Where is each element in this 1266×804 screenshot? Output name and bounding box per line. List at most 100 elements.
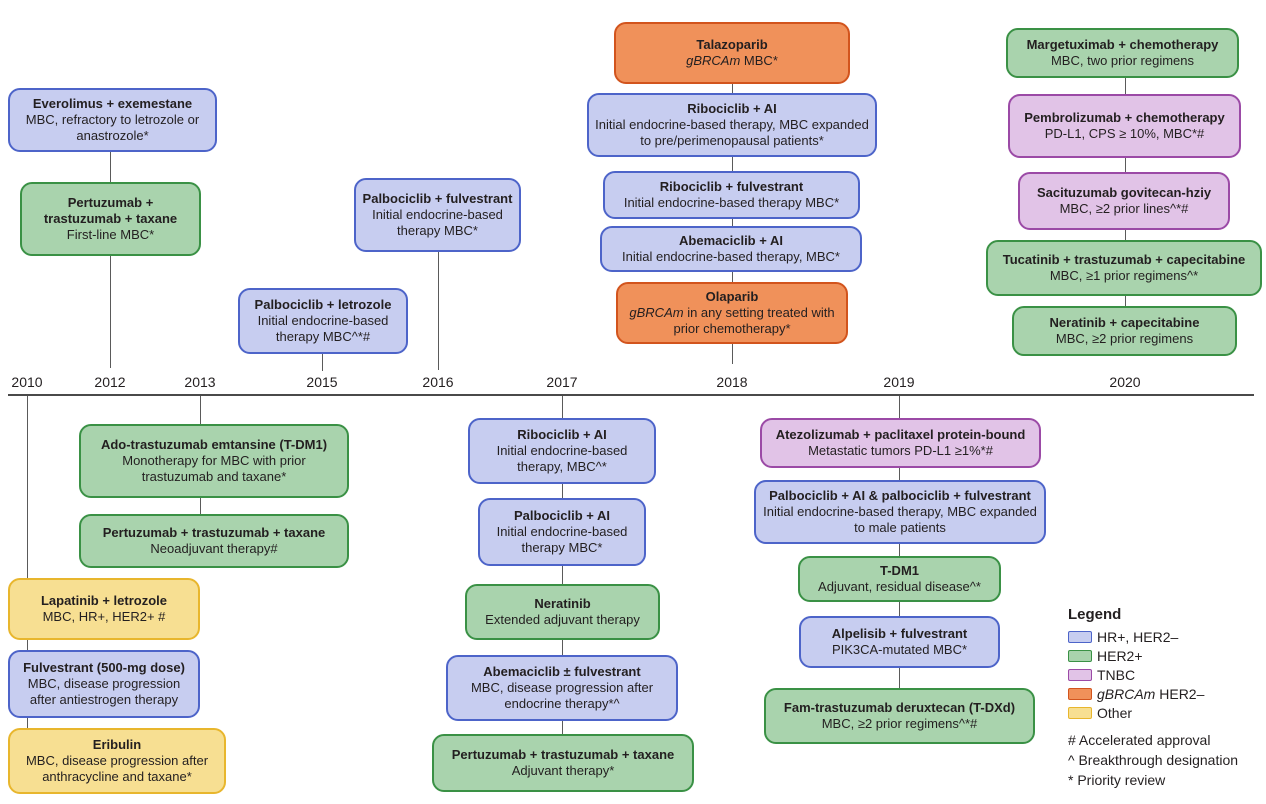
approval-detail: MBC, ≥2 prior regimens [1055,331,1194,346]
legend-title: Legend [1068,606,1122,623]
legend-label-rest: HER2– [1155,685,1205,702]
approval-detail: Initial endocrine-based therapy MBC* [623,195,840,210]
approval-detail: MBC, ≥1 prior regimens^* [1049,268,1199,283]
approval-title: Pertuzumab + trastuzumab + taxane [43,195,178,227]
approval-title: Palbociclib + fulvestrant [362,191,513,207]
approval-title: Pertuzumab + trastuzumab + taxane [451,747,675,763]
approval-detail: MBC, disease progression after antiestro… [27,676,181,707]
approval-pertuzumab-2012: Pertuzumab + trastuzumab + taxane First-… [20,182,201,256]
approval-detail: Initial endocrine-based therapy MBC* [496,524,628,555]
legend-label: Other [1097,704,1133,721]
approval-ribo-ai-2017: Ribociclib + AI Initial endocrine-based … [468,418,656,484]
year-2013: 2013 [184,374,216,390]
approval-title: Pembrolizumab + chemotherapy [1024,110,1225,126]
approval-title: Eribulin [92,737,142,753]
approval-detail-rest: MBC* [740,53,778,68]
year-2015: 2015 [306,374,338,390]
approval-detail-italic: gBRCAm [629,305,684,321]
approval-tucatinib: Tucatinib + trastuzumab + capecitabine M… [986,240,1262,296]
approval-ribo-ai-2018: Ribociclib + AI Initial endocrine-based … [587,93,877,157]
approval-detail: Initial endocrine-based therapy, MBC exp… [763,504,1037,535]
approval-title: Neratinib + capecitabine [1049,315,1200,331]
approval-detail: MBC, disease progression after anthracyc… [25,753,209,784]
approval-detail: Adjuvant, residual disease^* [818,579,981,594]
approval-title: Atezolizumab + paclitaxel protein-bound [775,427,1026,443]
year-2018: 2018 [716,374,748,390]
approval-title: Olaparib [705,289,759,305]
approval-lapatinib: Lapatinib + letrozole MBC, HR+, HER2+ # [8,578,200,640]
approval-detail: Initial endocrine-based therapy, MBC^* [496,443,628,474]
approval-sacituzumab: Sacituzumab govitecan-hziy MBC, ≥2 prior… [1018,172,1230,230]
approval-detail: MBC, ≥2 prior lines^*# [1059,201,1189,216]
year-2012: 2012 [94,374,126,390]
approval-neratinib: Neratinib Extended adjuvant therapy [465,584,660,640]
approval-detail: Initial endocrine-based therapy, MBC exp… [595,117,869,148]
approval-atezolizumab: Atezolizumab + paclitaxel protein-bound … [760,418,1041,468]
approval-alpelisib: Alpelisib + fulvestrant PIK3CA-mutated M… [799,616,1000,668]
approval-detail: MBC, HR+, HER2+ # [42,609,166,624]
year-2019: 2019 [883,374,915,390]
approval-title: Pertuzumab + trastuzumab + taxane [102,525,326,541]
approval-palbo-ai-2017: Palbociclib + AI Initial endocrine-based… [478,498,646,566]
approval-pertuzumab-neo: Pertuzumab + trastuzumab + taxane Neoadj… [79,514,349,568]
approval-title: Palbociclib + letrozole [254,297,392,313]
legend-swatch [1068,630,1092,643]
approval-abema-fulv: Abemaciclib ± fulvestrant MBC, disease p… [446,655,678,721]
approval-neratinib-cap: Neratinib + capecitabine MBC, ≥2 prior r… [1012,306,1237,356]
approval-tdm1-2019: T-DM1 Adjuvant, residual disease^* [798,556,1001,602]
approval-palbo-letrozole: Palbociclib + letrozole Initial endocrin… [238,288,408,354]
approval-title: Talazoparib [696,37,768,53]
legend-swatch [1068,687,1092,700]
approval-eribulin: Eribulin MBC, disease progression after … [8,728,226,794]
approval-detail: PD-L1, CPS ≥ 10%, MBC*# [1044,126,1205,141]
approval-detail: MBC, refractory to letrozole or anastroz… [25,112,200,143]
approval-detail: Neoadjuvant therapy# [150,541,278,556]
approval-detail: Initial endocrine-based therapy, MBC* [622,249,840,264]
timeline-axis [8,394,1254,396]
legend-notes: # Accelerated approval ^ Breakthrough de… [1068,732,1264,792]
legend-label: gBRCAm HER2– [1097,686,1204,702]
legend-item-her2: HER2+ [1068,646,1264,665]
approval-palbo-fulv-2016: Palbociclib + fulvestrant Initial endocr… [354,178,521,252]
legend-label-italic: gBRCAm [1097,685,1156,702]
note-accelerated: # Accelerated approval [1068,732,1211,748]
approval-talazoparib: Talazoparib gBRCAm MBC* [614,22,850,84]
legend-item-other: Other [1068,703,1264,722]
approval-detail: Initial endocrine-based therapy MBC^*# [257,313,389,344]
approval-title: Ribociclib + AI [517,427,607,443]
legend-swatch [1068,668,1092,681]
approval-detail: First-line MBC* [66,226,155,242]
approval-detail-rest: in any setting treated with prior chemot… [673,305,835,336]
approval-detail: Adjuvant therapy* [511,763,615,778]
approval-pembrolizumab: Pembrolizumab + chemotherapy PD-L1, CPS … [1008,94,1241,158]
approval-title: T-DM1 [880,563,919,579]
approval-title: Ribociclib + AI [687,101,777,117]
approval-tdm1-2013: Ado-trastuzumab emtansine (T-DM1) Monoth… [79,424,349,498]
legend-label: TNBC [1097,666,1136,683]
approval-title: Palbociclib + AI & palbociclib + fulvest… [769,488,1031,504]
approval-title: Abemaciclib ± fulvestrant [483,664,641,680]
approval-tdxd: Fam-trastuzumab deruxtecan (T-DXd) MBC, … [764,688,1035,744]
approval-title: Sacituzumab govitecan-hziy [1036,185,1212,201]
legend-swatch [1068,706,1092,719]
approval-detail: Extended adjuvant therapy [485,612,640,627]
approval-title: Fam-trastuzumab deruxtecan (T-DXd) [783,700,1016,716]
approval-title: Tucatinib + trastuzumab + capecitabine [1002,252,1246,268]
legend-swatch [1068,649,1092,662]
approval-detail: MBC, disease progression after endocrine… [470,680,654,711]
approval-title: Fulvestrant (500-mg dose) [23,660,185,676]
approval-detail: Monotherapy for MBC with prior trastuzum… [122,453,306,484]
approval-detail: MBC, ≥2 prior regimens^*# [821,716,978,731]
legend: Legend HR+, HER2– HER2+ TNBC gBRCAm HER2… [1068,606,1264,792]
legend-item-hr: HR+, HER2– [1068,627,1264,646]
approval-detail: Initial endocrine-based therapy MBC* [372,207,503,238]
approval-title: Ado-trastuzumab emtansine (T-DM1) [100,437,328,453]
approval-margetuximab: Margetuximab + chemotherapy MBC, two pri… [1006,28,1239,78]
approval-title: Lapatinib + letrozole [40,593,168,609]
approval-everolimus: Everolimus + exemestane MBC, refractory … [8,88,217,152]
year-2010: 2010 [11,374,43,390]
approval-pertuzumab-adj: Pertuzumab + trastuzumab + taxane Adjuva… [432,734,694,792]
note-priority: * Priority review [1068,772,1166,788]
approval-detail-italic: gBRCAm [686,53,741,68]
